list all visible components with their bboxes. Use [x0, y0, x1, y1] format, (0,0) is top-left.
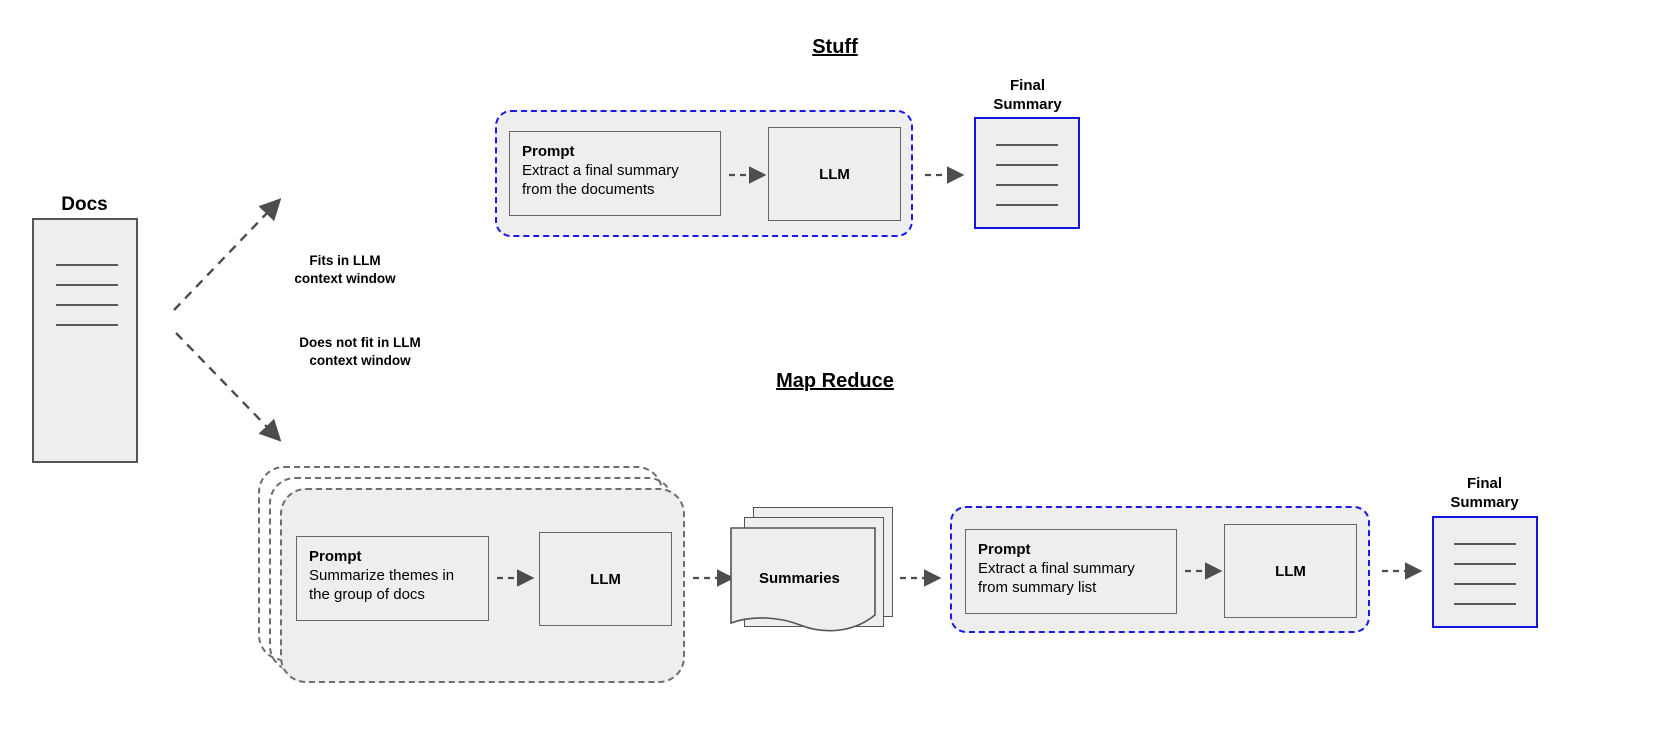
summaries-sheet-front [730, 527, 876, 632]
docs-line-3 [56, 304, 118, 306]
branch-label-fits-line1: Fits in LLM [309, 253, 381, 268]
branch-arrow-up [173, 198, 282, 311]
branch-arrow-down [175, 332, 282, 442]
map-prompt-box: Prompt Summarize themes in the group of … [296, 536, 489, 621]
stuff-prompt-line2: from the documents [522, 181, 655, 198]
reduce-prompt-line2: from summary list [978, 579, 1097, 596]
stuff-final-summary-caption-line1: Final [1009, 77, 1045, 94]
map-llm-box: LLM [539, 532, 672, 626]
stuff-final-summary-caption-line2: Summary [993, 96, 1062, 113]
stuff-final-summary-box [974, 117, 1080, 229]
mapreduce-final-summary-box [1432, 516, 1538, 628]
stuff-llm-box: LLM [768, 127, 901, 221]
docs-caption: Docs [61, 194, 108, 215]
branch-label-fits: Fits in LLM context window [200, 252, 490, 288]
summaries-arrow-to-reduce [900, 569, 942, 587]
map-prompt-line1: Summarize themes in [309, 567, 455, 584]
summaries-label: Summaries [759, 570, 840, 587]
docs-line-4 [56, 324, 118, 326]
branch-label-doesnot: Does not fit in LLM context window [142, 334, 578, 370]
stuff-final-summary-caption: Final Summary [945, 76, 1110, 114]
reduce-prompt-title: Prompt [978, 541, 1031, 558]
branch-label-fits-line2: context window [294, 271, 396, 286]
reduce-arrow-prompt-to-llm [1185, 562, 1223, 580]
mapreduce-summary-line-2 [1454, 563, 1516, 565]
map-llm-label: LLM [590, 570, 621, 588]
map-arrow-to-summaries [693, 569, 735, 587]
map-prompt-title: Prompt [309, 548, 362, 565]
branch-label-doesnot-line1: Does not fit in LLM [299, 335, 421, 350]
mapreduce-section-title: Map Reduce [776, 370, 894, 392]
reduce-prompt-box: Prompt Extract a final summary from summ… [965, 529, 1177, 614]
reduce-arrow-to-final-summary [1382, 562, 1423, 580]
branch-label-doesnot-line2: context window [309, 353, 411, 368]
mapreduce-summary-line-3 [1454, 583, 1516, 585]
reduce-llm-label: LLM [1275, 562, 1306, 580]
docs-box [32, 218, 138, 463]
mapreduce-final-summary-caption: Final Summary [1402, 474, 1567, 512]
mapreduce-final-summary-caption-line2: Summary [1450, 494, 1519, 511]
reduce-prompt-line1: Extract a final summary [978, 560, 1135, 577]
stuff-summary-line-3 [996, 184, 1058, 186]
stuff-prompt-title: Prompt [522, 143, 575, 160]
mapreduce-final-summary-caption-line1: Final [1466, 475, 1502, 492]
stuff-arrow-prompt-to-llm [729, 166, 767, 184]
map-prompt-line2: the group of docs [309, 586, 425, 603]
docs-line-2 [56, 284, 118, 286]
mapreduce-summary-line-1 [1454, 543, 1516, 545]
stuff-arrow-llm-to-summary [925, 166, 965, 184]
docs-line-1 [56, 264, 118, 266]
map-arrow-prompt-to-llm [497, 569, 535, 587]
stuff-prompt-line1: Extract a final summary [522, 162, 679, 179]
reduce-llm-box: LLM [1224, 524, 1357, 618]
stuff-summary-line-4 [996, 204, 1058, 206]
stuff-llm-label: LLM [819, 165, 850, 183]
stuff-summary-line-1 [996, 144, 1058, 146]
stuff-summary-line-2 [996, 164, 1058, 166]
mapreduce-summary-line-4 [1454, 603, 1516, 605]
stuff-section-title: Stuff [812, 36, 858, 58]
stuff-prompt-box: Prompt Extract a final summary from the … [509, 131, 721, 216]
